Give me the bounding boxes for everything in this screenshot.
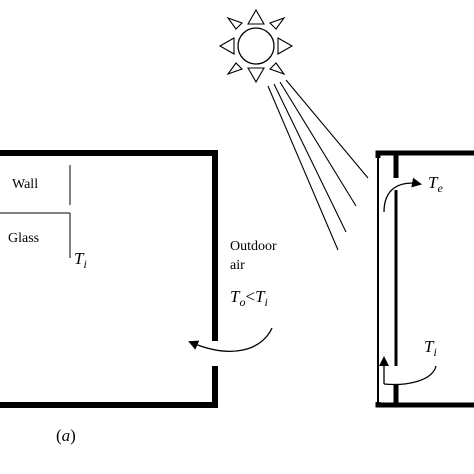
wall-label: Wall xyxy=(12,177,38,192)
indoor-temp-label: Ti xyxy=(74,249,87,271)
room-b xyxy=(375,150,474,408)
room-b-wall-bottom xyxy=(375,402,474,408)
room-a-wall-lower xyxy=(0,366,218,408)
curved-arrow-icon xyxy=(383,365,437,386)
curved-arrow-icon xyxy=(188,327,273,352)
solar-radiation-lines xyxy=(267,79,369,251)
figure-caption-a: (a) xyxy=(56,426,76,445)
exit-temp-label: Te xyxy=(428,173,443,195)
indoor-temp-label-b: Ti xyxy=(424,337,437,359)
curved-arrow-icon xyxy=(383,177,422,213)
room-a xyxy=(0,150,273,408)
air-label: air xyxy=(230,258,245,273)
temperature-relation: To<Ti xyxy=(230,287,268,309)
room-a-wall xyxy=(0,150,218,341)
room-b-wall-top xyxy=(375,150,474,158)
glass-label: Glass xyxy=(8,231,39,246)
outdoor-label: Outdoor xyxy=(230,239,277,254)
sun-icon xyxy=(218,8,294,84)
